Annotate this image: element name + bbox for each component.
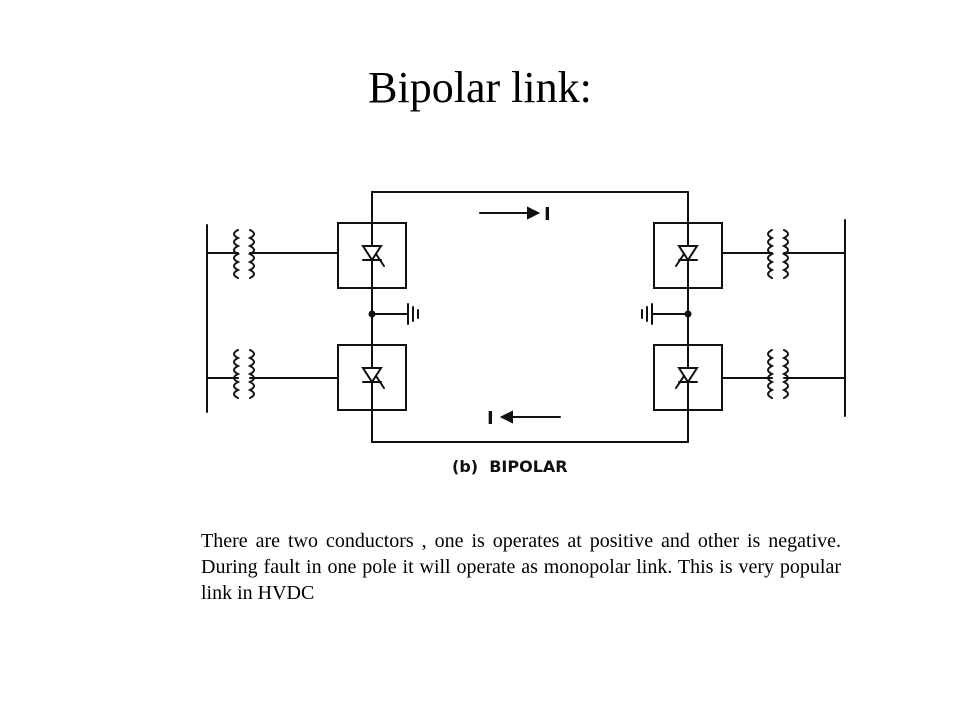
left-upper-thyristor-icon: [361, 215, 385, 297]
current-arrow-top-icon: [479, 206, 541, 220]
right-ground-icon: [641, 303, 689, 325]
diagram-caption: (b) BIPOLAR: [452, 457, 568, 476]
right-upper-thyristor-icon: [675, 215, 699, 297]
left-upper-transformer-icon: [206, 229, 339, 279]
right-upper-transformer-icon: [721, 229, 846, 279]
slide-title: Bipolar link:: [368, 63, 592, 112]
bipolar-link-diagram: I I (b) BIPOLAR: [206, 191, 846, 476]
current-label-bottom: I: [487, 408, 494, 429]
current-label-top: I: [544, 204, 551, 225]
left-lower-transformer-icon: [206, 349, 339, 399]
current-arrow-bottom-icon: [499, 410, 561, 424]
right-lower-thyristor-icon: [675, 337, 699, 419]
right-lower-transformer-icon: [721, 349, 846, 399]
left-ground-icon: [371, 303, 419, 325]
description-text: There are two conductors , one is operat…: [201, 530, 841, 604]
left-lower-thyristor-icon: [361, 337, 385, 419]
